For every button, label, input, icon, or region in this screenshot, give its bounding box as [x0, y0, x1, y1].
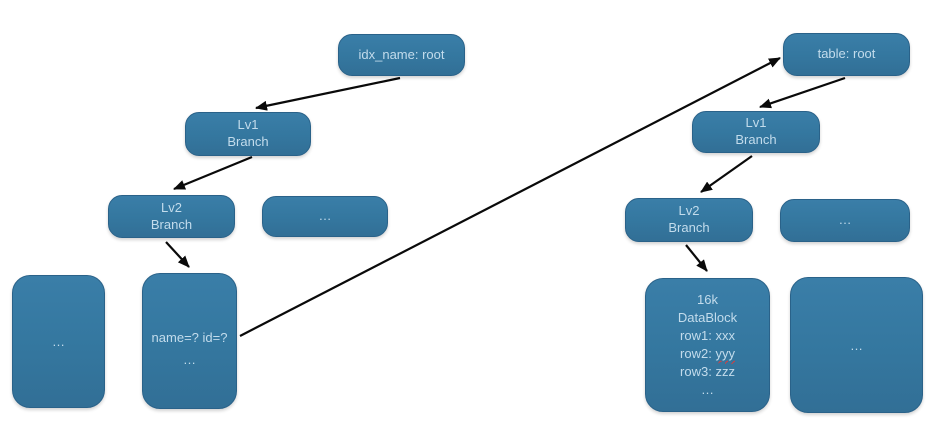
node-idx-lv2-label: Lv2 Branch: [150, 199, 193, 232]
node-idx-lv1-label: Lv1 Branch: [227, 117, 269, 149]
node-table-lv1-branch: Lv1 Branch: [692, 111, 820, 153]
datablock-row2-prefix: row2:: [680, 346, 716, 361]
node-idx-leaf-ellipsis-label: …: [52, 334, 65, 349]
datablock-lines: 16k DataBlock row1: xxx row2: yyy row3: …: [678, 291, 737, 399]
node-table-sibling-ellipsis: …: [780, 199, 910, 242]
node-idx-root: idx_name: root: [338, 34, 465, 76]
edge-idx-lv1-to-lv2: [173, 155, 253, 191]
node-idx-sibling-ellipsis: …: [262, 196, 388, 237]
edge-table-lv2-to-datablock: [685, 244, 708, 272]
node-idx-sibling-ellipsis-label: …: [318, 208, 332, 224]
node-idx-leaf-query-line1: name=? id=?: [151, 330, 228, 345]
datablock-ellipsis: …: [701, 382, 714, 397]
node-idx-root-label: idx_name: root: [358, 46, 445, 62]
datablock-row2: row2: yyy: [678, 345, 737, 363]
datablock-size: 16k: [697, 292, 718, 307]
node-table-lv2-branch: Lv2 Branch: [625, 198, 753, 242]
node-idx-leaf-ellipsis: …: [12, 275, 105, 408]
node-table-lv2-label: Lv2 Branch: [668, 203, 710, 235]
edge-table-lv1-to-lv2: [700, 155, 753, 193]
edge-idx-lv2-to-leaf-query: [165, 241, 190, 268]
node-table-datablock: 16k DataBlock row1: xxx row2: yyy row3: …: [645, 278, 770, 412]
node-table-sibling-ellipsis-label: …: [838, 212, 852, 228]
node-table-leaf-ellipsis-label: …: [850, 337, 863, 353]
node-table-root-label: table: root: [817, 46, 876, 62]
node-idx-leaf-query-line2: …: [183, 352, 196, 367]
datablock-row2-value: yyy: [715, 346, 735, 361]
node-idx-lv1-branch: Lv1 Branch: [185, 112, 311, 156]
datablock-row3: row3: zzz: [680, 364, 735, 379]
node-table-leaf-ellipsis: …: [790, 277, 923, 413]
node-table-lv1-label: Lv1 Branch: [735, 115, 777, 147]
node-table-root: table: root: [783, 33, 910, 76]
datablock-title: DataBlock: [677, 310, 738, 325]
node-idx-lv2-branch: Lv2 Branch: [108, 195, 235, 238]
edge-table-root-to-lv1: [759, 76, 846, 109]
node-idx-leaf-query: name=? id=? …: [142, 273, 237, 409]
edge-idx-root-to-lv1: [255, 76, 401, 111]
datablock-row1: row1: xxx: [680, 328, 735, 343]
